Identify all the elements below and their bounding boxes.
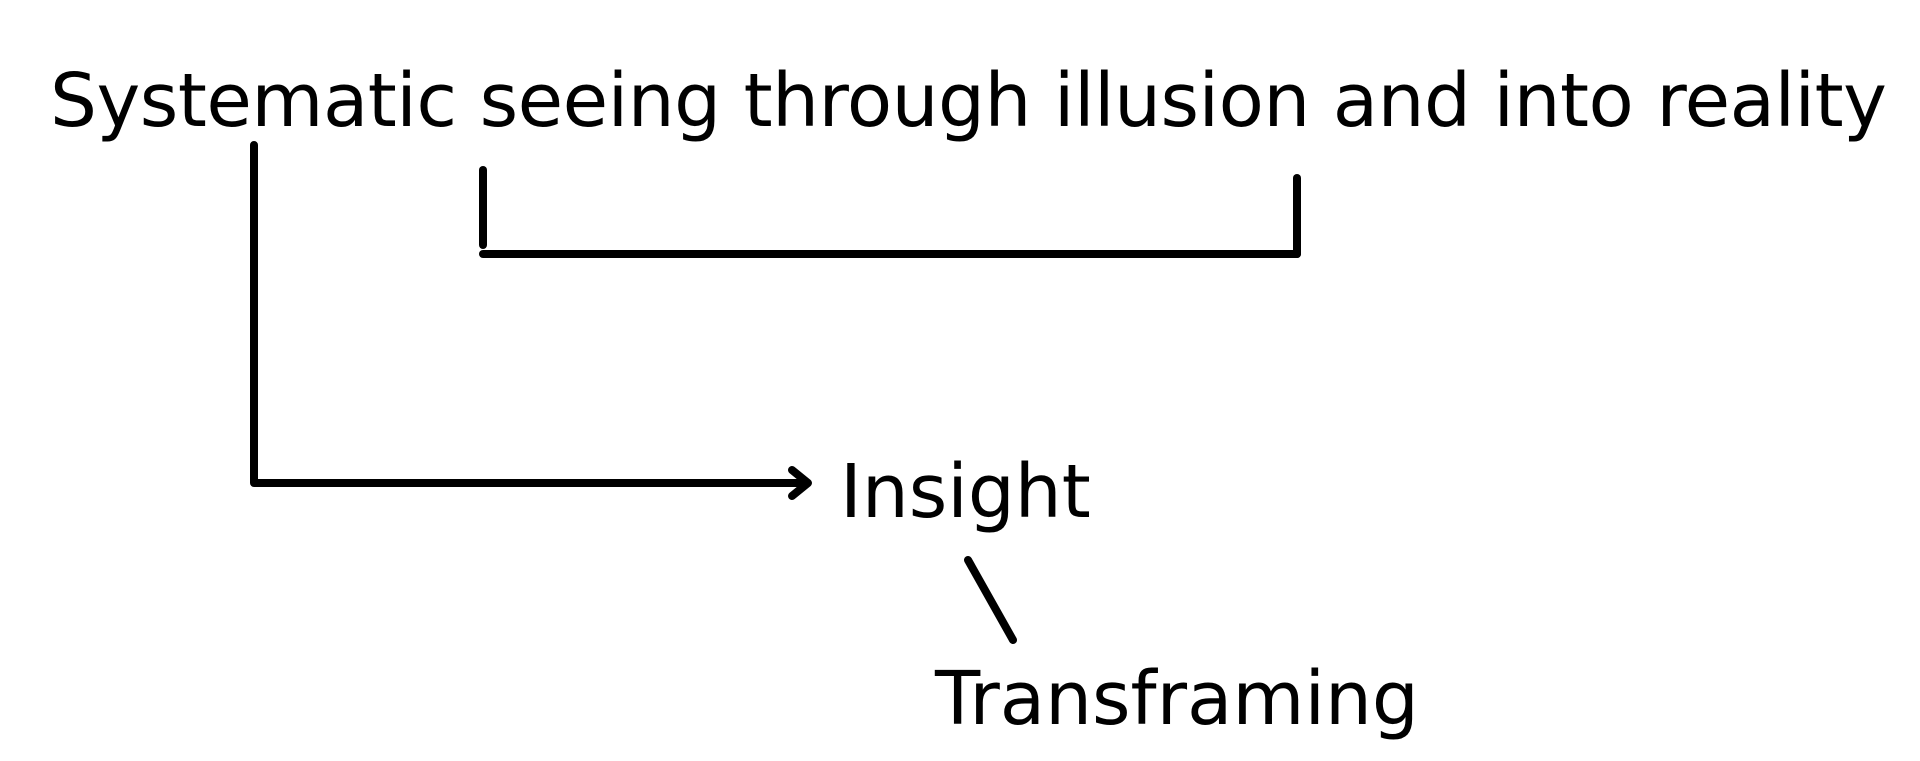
transframing-node: Transframing [935, 656, 1419, 742]
insight-to-transframing-connector [964, 556, 1017, 644]
arrowhead-icon [788, 466, 812, 500]
systematic-to-insight-connector [250, 141, 809, 487]
insight-node: Insight [840, 449, 1091, 535]
headline-text: Systematic seeing through illusion and i… [50, 58, 1887, 144]
